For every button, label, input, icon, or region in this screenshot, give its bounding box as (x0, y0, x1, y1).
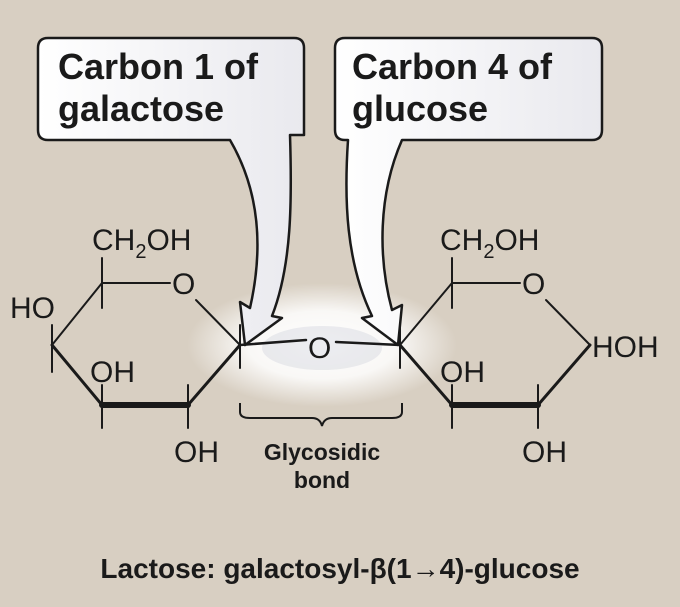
callout-carbon1-galactose: Carbon 1 of galactose (36, 36, 306, 347)
glucose-oh-mid: OH (440, 356, 485, 389)
callout-left-bubble (36, 36, 306, 347)
galactose-ring-oxygen: O (172, 268, 195, 301)
glucose-ch2oh-label: CH2OH (440, 224, 539, 263)
glucose-ring (398, 257, 592, 429)
glycosidic-bond-brace (239, 403, 403, 427)
galactose-ch2oh-label: CH2OH (92, 224, 191, 263)
glucose-hoh-label: HOH (592, 331, 659, 364)
glucose-oh-bottom: OH (522, 436, 567, 469)
galactose-oh-mid: OH (90, 356, 135, 389)
callout-left-line2: galactose (58, 88, 224, 129)
glycosidic-bond-label-line2: bond (294, 467, 350, 493)
galactose-ring (50, 257, 242, 429)
galactose-oh-bottom: OH (174, 436, 219, 469)
lactose-caption: Lactose: galactosyl-β(1→4)-glucose (100, 553, 579, 584)
callout-carbon4-glucose: Carbon 4 of glucose (333, 36, 604, 347)
callout-left-line1: Carbon 1 of (58, 46, 259, 87)
glycosidic-bond-label-line1: Glycosidic (264, 439, 381, 465)
glycosidic-oxygen: O (308, 332, 331, 365)
glycosidic-highlight-shadow (262, 326, 382, 370)
callout-right-line1: Carbon 4 of (352, 46, 553, 87)
glucose-ring-oxygen: O (522, 268, 545, 301)
glycosidic-linkage (238, 338, 402, 347)
galactose-ho-label: HO (10, 292, 55, 325)
callout-right-line2: glucose (352, 88, 488, 129)
